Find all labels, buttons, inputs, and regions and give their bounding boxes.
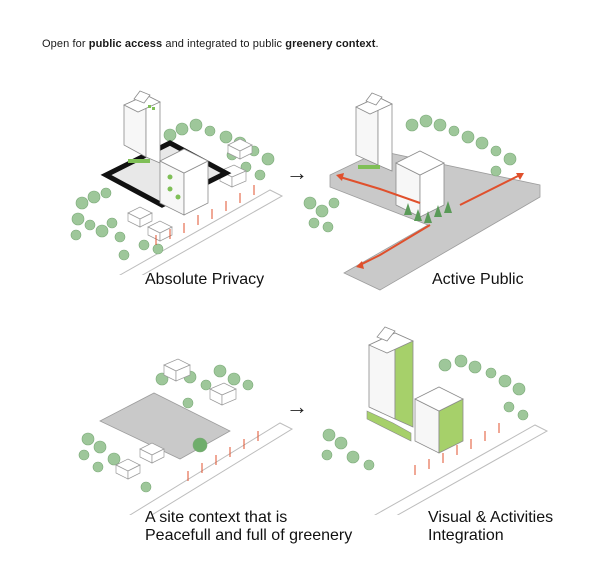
arrow-bottom: →: [286, 394, 308, 419]
houses: [115, 358, 237, 480]
tower-building: [355, 92, 393, 172]
tower-green-accent: [128, 105, 155, 163]
label-integration-line2: Integration: [428, 527, 504, 544]
label-site-context-line2: Peacefull and full of greenery: [145, 527, 353, 544]
tower-building: [123, 90, 161, 164]
tree-cluster: [303, 114, 517, 233]
lower-block: [395, 150, 445, 218]
lower-block: [159, 148, 209, 216]
red-fence: [187, 431, 259, 481]
diagram-active-public: [303, 92, 541, 291]
intro-caption: Open for public access and integrated to…: [42, 38, 379, 50]
arrow-top: →: [286, 160, 308, 185]
intro-bold-greenery-context: greenery context: [285, 38, 376, 50]
label-integration-line1: Visual & Activities: [428, 509, 554, 526]
label-absolute-privacy: Absolute Privacy: [145, 271, 265, 288]
label-active-public: Active Public: [432, 271, 524, 288]
intro-suffix: .: [375, 38, 379, 50]
public-flow-arrows: [339, 174, 521, 266]
label-site-context-line1: A site context that is: [145, 509, 288, 526]
diagram-integration: [321, 326, 549, 515]
green-trees-row: [404, 201, 452, 223]
diagram-absolute-privacy: [70, 90, 284, 275]
diagram-site-context: [78, 358, 294, 515]
houses: [127, 138, 253, 242]
tower-building: [368, 326, 414, 428]
lower-block: [414, 386, 464, 454]
intro-prefix: Open for: [42, 38, 89, 50]
intro-bold-public-access: public access: [88, 38, 163, 50]
tree-cluster: [321, 354, 529, 471]
red-fence: [414, 423, 500, 475]
tree-cluster: [70, 118, 275, 261]
red-fence: [155, 185, 255, 245]
intro-middle: and integrated to public: [162, 38, 286, 50]
